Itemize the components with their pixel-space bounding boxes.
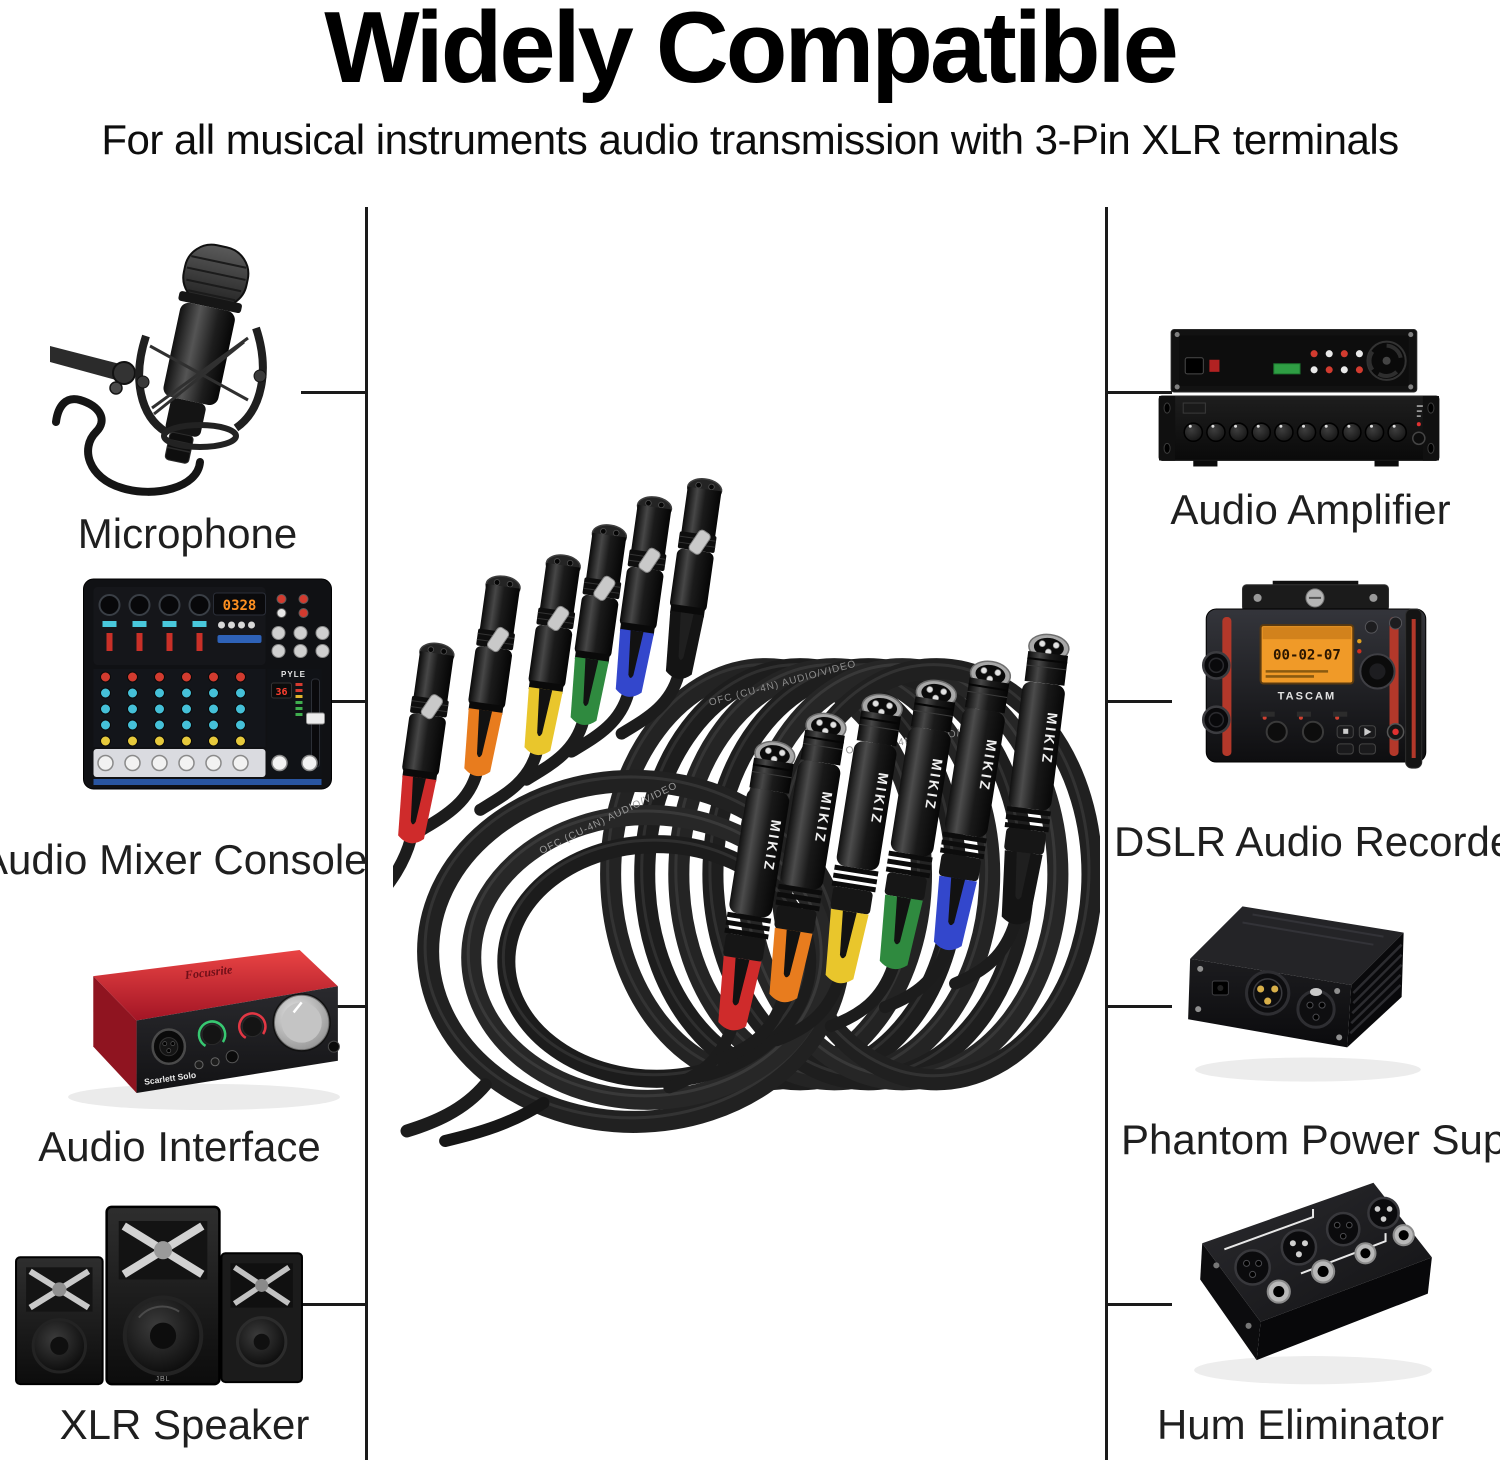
hum-xlr-male-2 [1367,1196,1400,1230]
amp-rear-unit [1170,329,1418,393]
amp-fan [1366,340,1407,381]
recorder-knobs [1260,711,1348,743]
xlr-male-orange [714,709,851,1066]
interface-image: Focusrite Scarlett Solo [48,933,355,1118]
label-amplifier: Audio Amplifier [1170,486,1451,533]
xlr-male-yellow [770,690,907,1047]
xlr-male-black [949,630,1074,990]
speaker-brand: JBL [155,1376,170,1383]
right-divider-line [1105,207,1108,1460]
microphone-image [50,230,315,505]
label-hum: Hum Eliminator [1156,1401,1445,1448]
hum-trs-jacks [1266,1224,1415,1304]
mic-stand-arm [50,346,136,395]
tick-recorder [1108,700,1172,703]
xlr-female-black [615,475,726,740]
mixer-master-fader [306,678,325,768]
label-phantom: Phantom Power Supply [1121,1116,1500,1163]
hum-xlr-female-1 [1234,1249,1271,1286]
tick-microphone [301,391,365,394]
mixer-rca-jacks [271,594,330,658]
tick-mixer [301,700,365,703]
xlr-female-blue [565,493,676,758]
mixer-display: 0328 [223,598,257,614]
recorder-screen: 00-02-07 [1259,624,1355,685]
hum-xlr-male-1 [1280,1228,1318,1266]
interface-left-face [93,976,137,1093]
phantom-heatsink-fins [1349,943,1403,1035]
label-recorder: DSLR Audio Recorder [1114,818,1500,865]
label-speaker: XLR Speaker [59,1401,310,1448]
amp-knobs [1183,422,1407,443]
mic-cable [52,395,204,496]
xlr-male-red [663,737,800,1094]
tick-amplifier [1108,391,1172,394]
recorder-right-rail [1389,617,1399,756]
left-divider-line [365,207,368,1460]
xlr-female-green [520,521,630,786]
amplifier-image [1153,323,1445,470]
recorder-image: 00-02-07 TASCAM [1172,578,1459,793]
xlr-cable-set-image: MIKIZ [393,453,1100,1147]
page-subtitle: For all musical instruments audio transm… [101,116,1399,163]
recorder-transport-buttons [1336,723,1405,755]
interface-top-face [93,950,338,1021]
mixer-image: 0328 PYLE 36 [80,575,335,797]
interface-xlr-input [151,1028,187,1066]
page-title: Widely Compatible [324,0,1179,104]
speaker-middle: JBL [105,1205,221,1386]
interface-gain-knob-1 [197,1020,227,1049]
tick-speaker [301,1303,365,1306]
hum-left-face [1200,1243,1261,1361]
mixer-level-display: 36 [275,687,287,698]
phantom-screws [1195,965,1343,1041]
mic-shock-mount [135,326,267,450]
phantom-xlr-female [1296,987,1336,1029]
phantom-xlr-male [1245,970,1291,1016]
hum-image [1172,1172,1449,1390]
phantom-top-face [1190,906,1404,985]
recorder-display: 00-02-07 [1273,647,1341,663]
recorder-data-wheel [1359,653,1396,690]
xlr-female-orange [414,573,524,837]
label-interface: Audio Interface [38,1123,321,1170]
interface-headphone-jack [225,1050,239,1064]
xlr-female-yellow [474,551,584,816]
phantom-image [1172,888,1454,1090]
recorder-combo-jacks [1201,651,1231,735]
mixer-brand: PYLE [281,670,306,679]
speaker-right [220,1252,303,1384]
interface-monitor-knob [272,993,331,1052]
mixer-buttons [217,621,262,643]
xlr-male-green [824,676,962,1033]
interface-48v-button [194,1060,204,1070]
interface-brand: Focusrite [183,962,234,982]
mixer-led-meter [295,683,303,716]
mixer-gain-knobs [97,754,318,772]
recorder-left-rail [1222,617,1232,756]
xlr-female-red [393,640,458,920]
tick-phantom [1108,1005,1172,1008]
speaker-image: JBL [10,1198,307,1393]
cable-coil-left [417,769,851,1133]
mixer-xlr-inputs [98,594,211,651]
recorder-brand: TASCAM [1278,691,1337,703]
interface-air-button [210,1057,220,1067]
hum-front-face [1256,1257,1432,1361]
amp-front-unit [1158,395,1440,467]
interface-output-jack [327,1040,340,1053]
label-microphone: Microphone [77,510,298,557]
label-mixer: Audio Mixer Console [0,836,368,883]
speaker-left [15,1256,104,1386]
mixer-channel-knobs [100,671,246,747]
hum-xlr-female-2 [1325,1211,1361,1247]
xlr-male-blue [878,657,1016,1014]
recorder-mount-plate [1241,580,1390,612]
tick-hum [1108,1303,1172,1306]
